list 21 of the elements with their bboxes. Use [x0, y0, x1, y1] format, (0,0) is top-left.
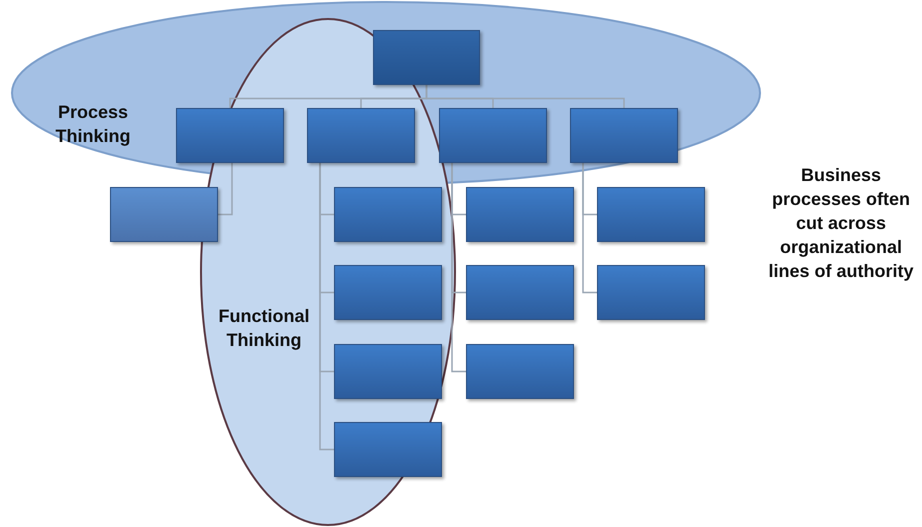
org-chart-box	[334, 265, 442, 320]
org-chart-box	[334, 187, 442, 242]
org-chart-box	[439, 108, 547, 163]
org-chart-box	[334, 344, 442, 399]
org-chart-box	[466, 187, 574, 242]
org-chart-box	[334, 422, 442, 477]
org-chart-box	[307, 108, 415, 163]
note-text: Business processes often cut across organizational lines of authority	[767, 164, 914, 283]
org-chart-box	[373, 30, 480, 85]
org-chart-box	[176, 108, 284, 163]
region-label: Functional Thinking	[218, 305, 310, 352]
org-chart-box	[570, 108, 678, 163]
org-chart-box	[597, 265, 705, 320]
org-chart-box	[110, 187, 218, 242]
region-label: Process Thinking	[54, 101, 132, 148]
connector-line	[582, 163, 597, 294]
connector-line	[451, 163, 466, 372]
org-chart-box	[466, 265, 574, 320]
connector-line	[218, 163, 233, 216]
org-chart-box	[466, 344, 574, 399]
org-chart-box	[597, 187, 705, 242]
